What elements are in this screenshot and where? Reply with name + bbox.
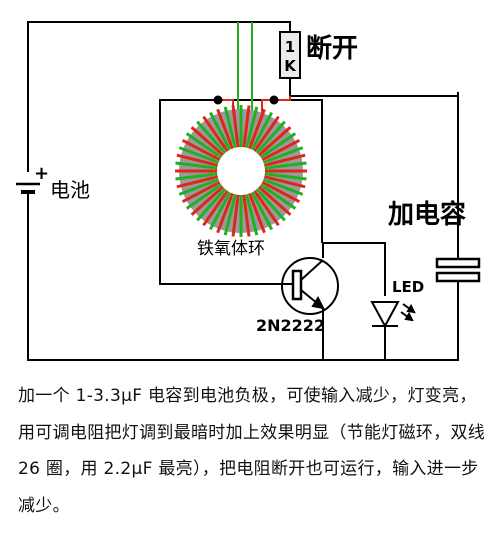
winding-turn (231, 194, 240, 237)
junction-dots (213, 95, 279, 105)
winding-turn (264, 161, 307, 170)
winding-turn (248, 192, 266, 234)
resistor-1k: 1 K 断开 (279, 31, 358, 96)
winding-turn (190, 126, 224, 157)
circuit-diagram: + 电池 1 K 断开 铁氧体环 加电容 (16, 21, 481, 361)
winding-turn (223, 106, 237, 149)
winding-turn (258, 126, 292, 157)
winding-turn (259, 132, 297, 159)
battery-plus-sign: + (34, 163, 49, 184)
winding-turn (196, 188, 227, 222)
transistor-2n2222 (270, 257, 339, 315)
winding-turn (202, 189, 229, 227)
winding-turn (262, 146, 304, 164)
led-label: LED (392, 278, 424, 296)
winding-turn (263, 153, 306, 167)
winding-turn (261, 180, 301, 204)
winding-turn (223, 193, 237, 236)
winding-turn (253, 189, 280, 227)
winding-turn (208, 191, 232, 231)
winding-turn (259, 183, 297, 210)
toroid-windings (175, 105, 307, 237)
winding-turn (242, 194, 251, 237)
led (370, 301, 416, 329)
winding-turn (181, 138, 221, 162)
capacitor (435, 257, 481, 283)
winding-turn (248, 108, 266, 150)
winding-turn (255, 120, 286, 154)
winding-turn (181, 180, 221, 204)
winding-turn (264, 172, 307, 181)
winding-turn (175, 161, 218, 170)
winding-turn (245, 193, 259, 236)
winding-turn (202, 115, 229, 153)
winding-turn (261, 138, 301, 162)
transistor-label: 2N2222 (256, 316, 325, 335)
winding-turn (258, 185, 292, 216)
winding-turn (185, 183, 223, 210)
winding-turn (176, 153, 219, 167)
winding-turn (250, 191, 274, 231)
winding-turn (262, 178, 304, 196)
winding-turn (216, 108, 234, 150)
winding-turn (255, 188, 286, 222)
winding-turn (208, 111, 232, 151)
toroid-label: 铁氧体环 (197, 239, 265, 259)
winding-turn (250, 111, 274, 151)
winding-turn (245, 106, 259, 149)
winding-turn (175, 172, 218, 181)
winding-turn (176, 175, 219, 189)
resistor-label: 断开 (306, 33, 358, 64)
capacitor-label: 加电容 (388, 199, 466, 230)
winding-turn (178, 146, 220, 164)
winding-turn (178, 178, 220, 196)
battery-label: 电池 (50, 178, 90, 202)
winding-turn (242, 105, 251, 148)
winding-turn (185, 132, 223, 159)
caption-text: 加一个 1-3.3μF 电容到电池负极，可使输入减少，灯变亮，用可调电阻把灯调到… (18, 386, 486, 516)
resistor-value-2: K (284, 57, 297, 75)
winding-turn (190, 185, 224, 216)
winding-turn (196, 120, 227, 154)
winding-turn (253, 115, 280, 153)
winding-turn (216, 192, 234, 234)
winding-turn (231, 105, 240, 148)
battery: + 电池 (16, 163, 90, 202)
toroid-core (175, 105, 307, 237)
winding-turn (263, 175, 306, 189)
circuit-wires (27, 21, 459, 361)
resistor-value-1: 1 (285, 38, 295, 56)
